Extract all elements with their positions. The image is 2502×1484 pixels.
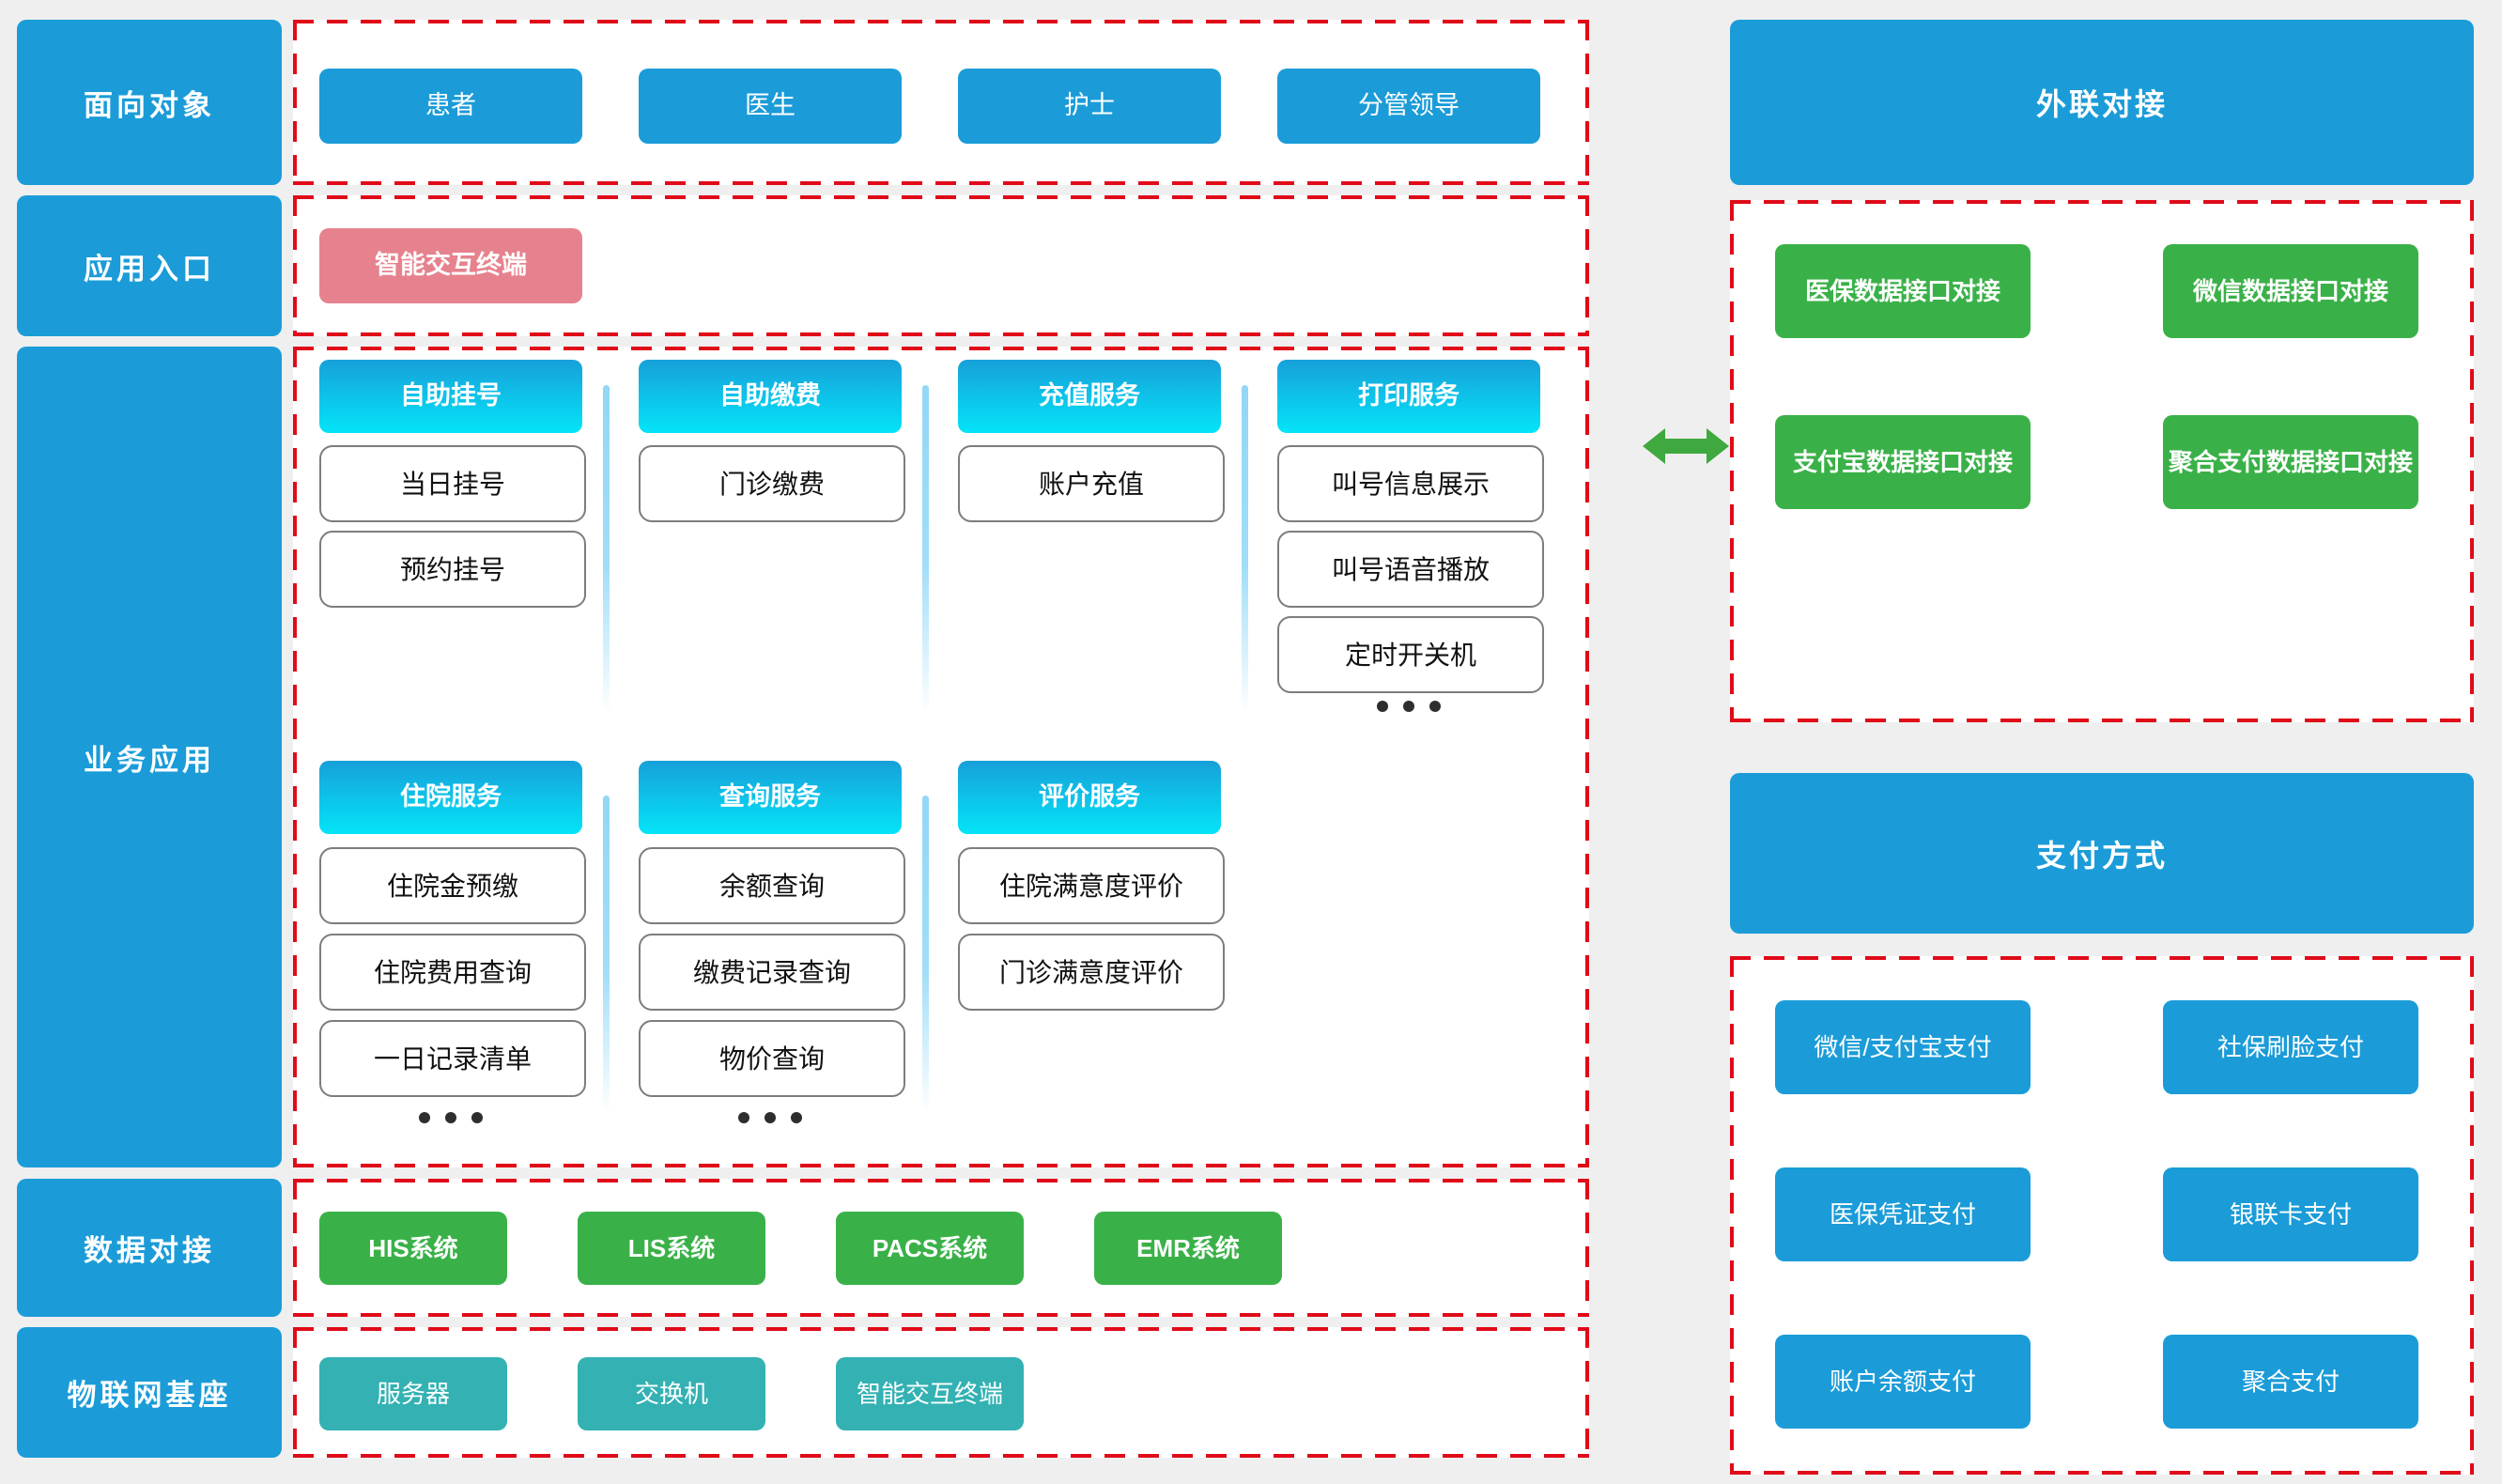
entry-terminal-node: 智能交互终端 [319, 228, 582, 303]
sidebar-item-business: 业务应用 [17, 347, 282, 1167]
column-divider [1242, 385, 1248, 714]
business-region: 自助挂号 自助缴费 充值服务 打印服务 当日挂号 预约挂号 门诊缴费 账户充值 … [293, 347, 1589, 1167]
group-header: 评价服务 [958, 761, 1221, 834]
service-node: 余额查询 [639, 847, 905, 924]
column-divider [922, 796, 929, 1113]
entry-region: 智能交互终端 [293, 195, 1589, 336]
payment-node: 聚合支付 [2163, 1335, 2418, 1429]
more-dots-icon [419, 1112, 483, 1123]
payment-region: 微信/支付宝支付 社保刷脸支付 医保凭证支付 银联卡支付 账户余额支付 聚合支付 [1730, 956, 2474, 1475]
payment-header: 支付方式 [1730, 773, 2474, 934]
sidebar-item-iot: 物联网基座 [17, 1327, 282, 1458]
column-divider [603, 385, 610, 714]
service-node: 缴费记录查询 [639, 934, 905, 1011]
system-node: EMR系统 [1094, 1212, 1282, 1285]
service-node: 当日挂号 [319, 445, 586, 522]
service-node: 账户充值 [958, 445, 1225, 522]
device-node: 交换机 [578, 1357, 765, 1430]
audience-node: 医生 [639, 69, 902, 144]
iot-base-region: 服务器 交换机 智能交互终端 [293, 1327, 1589, 1458]
payment-node: 账户余额支付 [1775, 1335, 2031, 1429]
payment-node: 微信/支付宝支付 [1775, 1000, 2031, 1094]
service-node: 门诊满意度评价 [958, 934, 1225, 1011]
system-node: HIS系统 [319, 1212, 507, 1285]
group-header: 打印服务 [1277, 360, 1540, 433]
audience-region: 患者 医生 护士 分管领导 [293, 20, 1589, 185]
audience-node: 护士 [958, 69, 1221, 144]
payment-node: 医保凭证支付 [1775, 1167, 2031, 1261]
payment-node: 银联卡支付 [2163, 1167, 2418, 1261]
data-integration-region: HIS系统 LIS系统 PACS系统 EMR系统 [293, 1179, 1589, 1317]
service-node: 叫号语音播放 [1277, 531, 1544, 608]
system-node: PACS系统 [836, 1212, 1024, 1285]
payment-node: 社保刷脸支付 [2163, 1000, 2418, 1094]
service-node: 住院费用查询 [319, 934, 586, 1011]
interface-node: 支付宝数据接口对接 [1775, 415, 2031, 509]
service-node: 住院满意度评价 [958, 847, 1225, 924]
column-divider [922, 385, 929, 714]
sidebar-item-data: 数据对接 [17, 1179, 282, 1317]
group-header: 住院服务 [319, 761, 582, 834]
sidebar-item-entry: 应用入口 [17, 195, 282, 336]
interface-node: 微信数据接口对接 [2163, 244, 2418, 338]
group-header: 自助挂号 [319, 360, 582, 433]
audience-node: 患者 [319, 69, 582, 144]
device-node: 服务器 [319, 1357, 507, 1430]
service-node: 门诊缴费 [639, 445, 905, 522]
more-dots-icon [738, 1112, 802, 1123]
interface-node: 医保数据接口对接 [1775, 244, 2031, 338]
external-region: 医保数据接口对接 微信数据接口对接 支付宝数据接口对接 聚合支付数据接口对接 [1730, 200, 2474, 722]
service-node: 预约挂号 [319, 531, 586, 608]
device-node: 智能交互终端 [836, 1357, 1024, 1430]
arrow-left-right-icon [1643, 428, 1729, 464]
more-dots-icon [1377, 701, 1441, 712]
group-header: 自助缴费 [639, 360, 902, 433]
service-node: 定时开关机 [1277, 616, 1544, 693]
service-node: 物价查询 [639, 1020, 905, 1097]
service-node: 一日记录清单 [319, 1020, 586, 1097]
system-node: LIS系统 [578, 1212, 765, 1285]
column-divider [603, 796, 610, 1113]
audience-node: 分管领导 [1277, 69, 1540, 144]
service-node: 叫号信息展示 [1277, 445, 1544, 522]
sidebar-item-audience: 面向对象 [17, 20, 282, 185]
interface-node: 聚合支付数据接口对接 [2163, 415, 2418, 509]
service-node: 住院金预缴 [319, 847, 586, 924]
group-header: 查询服务 [639, 761, 902, 834]
group-header: 充值服务 [958, 360, 1221, 433]
external-header: 外联对接 [1730, 20, 2474, 185]
